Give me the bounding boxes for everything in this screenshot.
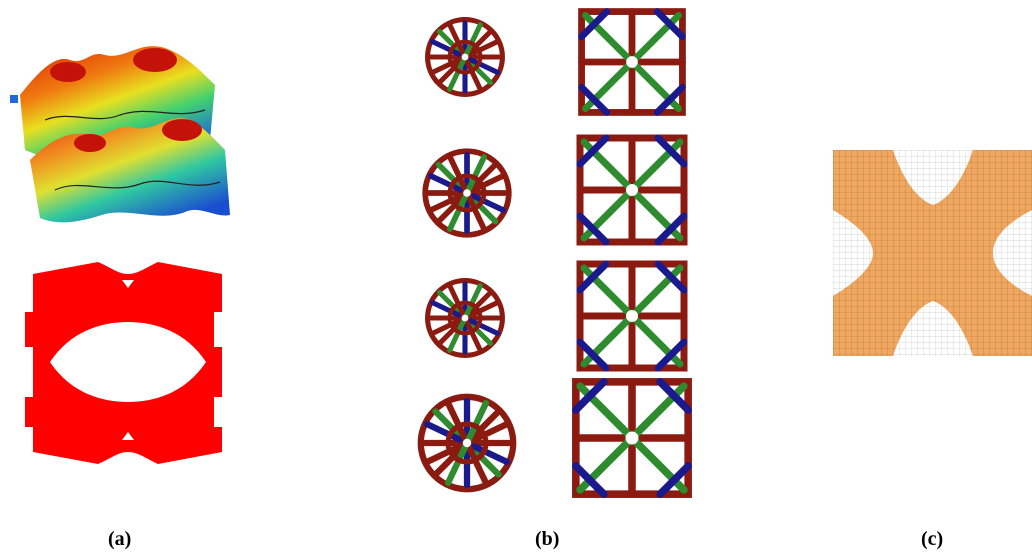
panel-c [833, 150, 1032, 356]
elliptical-hole [50, 322, 206, 402]
lattice-row-2-circular [425, 151, 509, 235]
caption-c: (c) [921, 528, 944, 550]
unit-cell-diagram [25, 262, 222, 464]
panel-a [0, 0, 260, 520]
lattice-row-2-square [580, 138, 684, 242]
panel-b [410, 5, 710, 505]
lattice-row-1-square [582, 12, 683, 113]
density-map [833, 150, 1032, 356]
lattice-row-3-circular [428, 281, 503, 356]
lattice-row-1-circular [428, 20, 503, 95]
lattice-row-4-circular [421, 397, 513, 489]
lattice-row-4-square [576, 382, 688, 494]
lattice-views [410, 5, 710, 500]
caption-b: (b) [535, 528, 560, 550]
caption-a: (a) [108, 528, 132, 550]
lattice-row-3-square [580, 264, 684, 368]
surface-plot [10, 46, 230, 223]
